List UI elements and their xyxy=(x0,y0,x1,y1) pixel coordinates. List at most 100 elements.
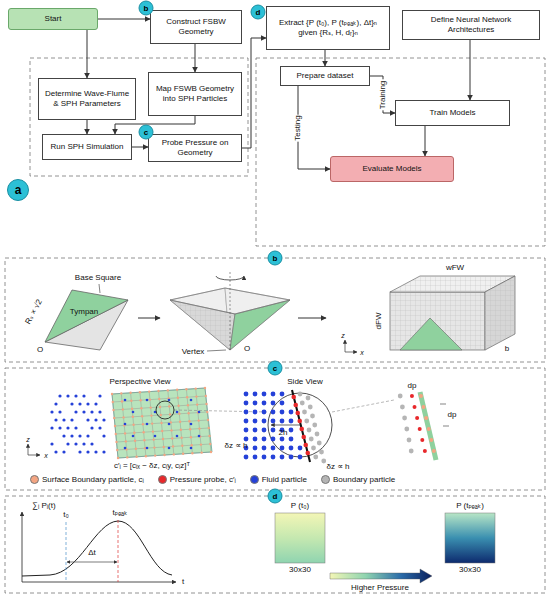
legend-item: Surface Boundary particle, cᵢ xyxy=(30,475,144,484)
surface-particle xyxy=(163,446,165,448)
fluid-particle xyxy=(70,434,73,437)
pyramid-figure-part xyxy=(216,276,244,280)
surface-particle xyxy=(177,405,179,407)
surface-particle xyxy=(198,427,200,429)
surface-particle xyxy=(205,395,207,397)
panel-frames-part xyxy=(5,368,545,490)
panel-frames-part xyxy=(5,258,545,362)
boundary-particle xyxy=(298,392,303,397)
surface-particle xyxy=(114,425,116,427)
fluid-particle xyxy=(253,455,258,460)
fluid-particle xyxy=(58,426,61,429)
grid-line xyxy=(114,412,207,418)
surface-particle xyxy=(178,413,180,415)
tympan-figure xyxy=(45,284,160,350)
surface-particle xyxy=(160,414,162,416)
surface-particle xyxy=(427,427,431,431)
pyramid-figure-part xyxy=(225,288,290,350)
edge-label: Testing xyxy=(294,114,302,141)
fluid-particle xyxy=(168,447,171,450)
annotation-label: dp xyxy=(408,382,417,390)
pressure-plot-part xyxy=(67,562,117,563)
annotation-label: Perspective View xyxy=(109,378,170,386)
panel-frames-part xyxy=(5,496,545,593)
fluid-particle xyxy=(168,423,171,426)
surface-particle xyxy=(111,393,113,395)
particle-views xyxy=(28,387,449,464)
process-box: Construct FSBW Geometry xyxy=(150,10,242,44)
surface-particle xyxy=(422,405,426,409)
surface-particle xyxy=(121,400,123,402)
end-box: Evaluate Models xyxy=(330,156,454,182)
legend: Surface Boundary particle, cᵢPressure pr… xyxy=(30,475,395,484)
particle-views-part xyxy=(420,392,436,460)
panel-frames-part xyxy=(256,58,545,246)
surface-particle xyxy=(116,449,118,451)
fluid-particle xyxy=(198,411,201,414)
fluid-particle xyxy=(102,434,105,437)
boundary-particle xyxy=(321,459,326,464)
boundary-particle xyxy=(315,432,320,437)
fluid-particle xyxy=(262,419,267,424)
fluid-particle xyxy=(289,446,294,451)
panel-marker: b xyxy=(268,251,283,266)
surface-particle xyxy=(210,451,212,453)
fluid-particle xyxy=(244,410,249,415)
connector-arrow xyxy=(87,120,88,134)
box-text: Construct FSBW Geometry xyxy=(155,17,237,36)
fluid-particle xyxy=(74,426,77,429)
legend-swatch xyxy=(321,475,330,484)
pyramid-figure-part xyxy=(230,272,231,350)
boundary-particle xyxy=(304,419,309,424)
legend-item: Fluid particle xyxy=(250,475,307,484)
wave-flume-box-part xyxy=(390,292,485,350)
annotation-label: Vertex xyxy=(182,348,205,356)
annotation-label: 2h xyxy=(279,429,288,437)
fluid-particle xyxy=(190,399,193,402)
annotation-label: b xyxy=(505,345,509,353)
wave-flume-box-part xyxy=(400,318,462,350)
boundary-particle xyxy=(307,428,312,433)
process-box: Map FSWB Geometry into SPH Particles xyxy=(148,72,242,116)
surface-particle xyxy=(112,401,114,403)
fluid-particle xyxy=(102,418,105,421)
fluid-particle xyxy=(280,392,285,397)
surface-particle xyxy=(172,445,174,447)
boundary-particle xyxy=(312,423,317,428)
boundary-particle xyxy=(310,414,315,419)
surface-particle xyxy=(204,387,206,389)
legend-item: Boundary particle xyxy=(321,475,395,484)
start-box: Start xyxy=(8,8,98,30)
annotation-label: z xyxy=(26,436,30,443)
fluid-particle xyxy=(146,399,149,402)
probe-particle xyxy=(415,416,419,420)
annotation-label: 30x30 xyxy=(289,566,311,574)
box-text: Run SPH Simulation xyxy=(51,142,124,152)
pressure-plot-part xyxy=(330,569,432,583)
surface-particle xyxy=(201,451,203,453)
fluid-particle xyxy=(154,435,157,438)
fluid-particle xyxy=(90,410,93,413)
probe-particle xyxy=(299,427,304,432)
connector-arrow xyxy=(132,147,148,148)
surface-particle xyxy=(143,439,145,441)
surface-particle xyxy=(182,453,184,455)
surface-particle xyxy=(158,398,160,400)
fluid-particle xyxy=(262,437,267,442)
surface-particle xyxy=(187,412,189,414)
wave-flume-box-part xyxy=(390,292,485,350)
fluid-particle xyxy=(271,437,276,442)
grid-line xyxy=(114,404,207,410)
annotation-label: δz ∝ h xyxy=(326,463,349,471)
fluid-particle xyxy=(280,410,285,415)
tympan-figure-part xyxy=(138,318,160,319)
boundary-particle xyxy=(319,450,324,455)
connector-arrow xyxy=(425,126,426,156)
tympan-figure-part xyxy=(45,290,128,342)
annotation-label: wFW xyxy=(446,264,464,272)
panel-marker: b xyxy=(139,1,154,16)
surface-particle xyxy=(188,420,190,422)
surface-particle xyxy=(122,416,124,418)
process-box: Extract {P (t₀), P (tₚₑₐₖ), Δt}ₙ given {… xyxy=(266,6,390,50)
grid-line xyxy=(115,420,208,426)
